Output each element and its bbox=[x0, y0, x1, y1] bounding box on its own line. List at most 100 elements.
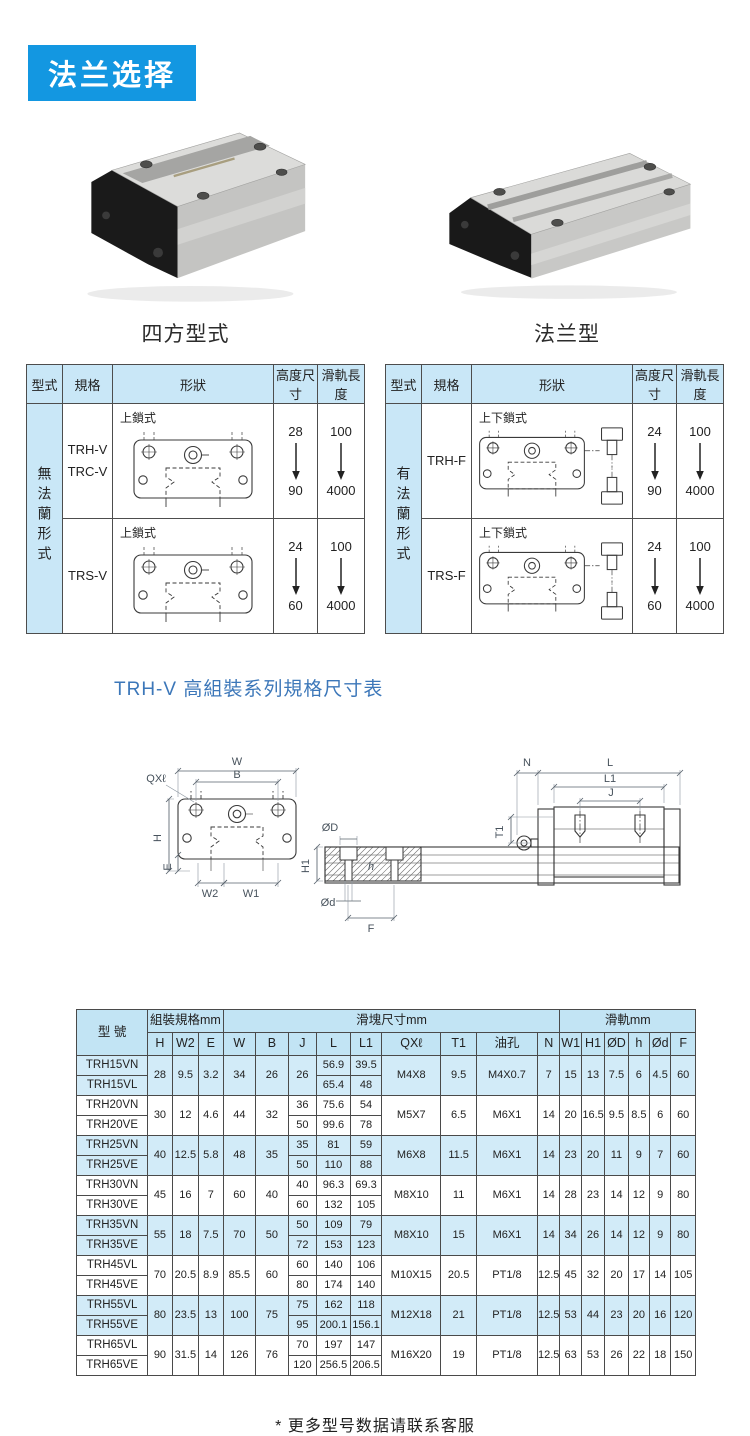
header-cell: 形狀 bbox=[112, 364, 274, 404]
cell: 22 bbox=[627, 1335, 651, 1376]
cell: 70 bbox=[222, 1215, 257, 1256]
dim-label: L bbox=[607, 757, 613, 769]
dim-label: ØD bbox=[322, 822, 339, 834]
cell: 20 bbox=[559, 1095, 582, 1136]
cell: 79 bbox=[349, 1215, 383, 1236]
cell: 85.5 bbox=[222, 1255, 257, 1296]
cell: 無法蘭形式 bbox=[26, 403, 63, 634]
cell: 15 bbox=[559, 1055, 582, 1096]
cell: 100 bbox=[222, 1295, 257, 1336]
cell: 34 bbox=[559, 1215, 582, 1256]
cell: TRH30VN bbox=[75, 1175, 149, 1196]
text: 4000 bbox=[685, 598, 715, 613]
cell: 80 bbox=[147, 1295, 173, 1336]
cell: 150 bbox=[670, 1335, 696, 1376]
cell: 60 bbox=[222, 1175, 257, 1216]
header-cell: N bbox=[536, 1032, 561, 1056]
header-cell: 高度尺寸 bbox=[273, 364, 318, 404]
cell: 12 bbox=[627, 1175, 651, 1216]
text: TRS-V bbox=[68, 567, 107, 583]
text: 無法蘭形式 bbox=[36, 466, 53, 566]
cell: 31.5 bbox=[171, 1335, 200, 1376]
cell: 48 bbox=[222, 1135, 257, 1176]
cell: 21 bbox=[440, 1295, 477, 1336]
header-cell: Ød bbox=[649, 1032, 672, 1056]
cell: 197 bbox=[316, 1335, 351, 1356]
cell: 60 bbox=[255, 1255, 289, 1296]
header-cell: h bbox=[627, 1032, 651, 1056]
header-cell: T1 bbox=[440, 1032, 477, 1056]
section-title: TRH-V 高組裝系列規格尺寸表 bbox=[114, 679, 384, 700]
cell: 8.5 bbox=[627, 1095, 651, 1136]
cell: 60 bbox=[670, 1135, 696, 1176]
cell: 9.5 bbox=[604, 1095, 629, 1136]
cell: 123 bbox=[349, 1235, 383, 1256]
product-square: 四方型式 bbox=[58, 113, 313, 348]
cell: 14 bbox=[604, 1175, 629, 1216]
header-cell: W bbox=[222, 1032, 257, 1056]
cell: 16 bbox=[171, 1175, 200, 1216]
header-cell: 型式 bbox=[385, 364, 422, 404]
square-block-image bbox=[87, 132, 306, 302]
cell: TRH55VL bbox=[75, 1295, 149, 1316]
cell: 14 bbox=[536, 1095, 561, 1136]
down-arrow-icon bbox=[337, 558, 345, 595]
text bbox=[472, 404, 632, 518]
cell: 99.6 bbox=[316, 1115, 351, 1136]
header-cell: 滑軌長度 bbox=[676, 364, 724, 404]
dim-label: H1 bbox=[300, 859, 312, 873]
cell: 23 bbox=[559, 1135, 582, 1176]
cell: 120 bbox=[670, 1295, 696, 1336]
cell: 50 bbox=[255, 1215, 289, 1256]
cell: 55 bbox=[147, 1215, 173, 1256]
header-cell: W2 bbox=[171, 1032, 200, 1056]
down-arrow-icon bbox=[337, 443, 345, 480]
header-cell: E bbox=[198, 1032, 224, 1056]
product-caption: 法兰型 bbox=[534, 323, 600, 346]
dim-label: QXℓ bbox=[146, 773, 166, 785]
text: 24 bbox=[647, 424, 662, 439]
text: 4000 bbox=[685, 483, 715, 498]
text: TRC-V bbox=[67, 464, 108, 479]
cell: M6X1 bbox=[475, 1215, 538, 1256]
dim-label: J bbox=[608, 787, 614, 799]
header-cell: 滑塊尺寸mm bbox=[222, 1009, 561, 1033]
cell: 40 bbox=[147, 1135, 173, 1176]
text: TRH-F bbox=[427, 452, 466, 468]
dim-label: W bbox=[232, 756, 243, 768]
cell: M6X8 bbox=[381, 1135, 442, 1176]
cell: 78 bbox=[349, 1115, 383, 1136]
cell: 20 bbox=[627, 1295, 651, 1336]
cell: 120 bbox=[287, 1355, 318, 1376]
cell: PT1/8 bbox=[475, 1335, 538, 1376]
cell: 50 bbox=[287, 1215, 318, 1236]
dim-label: F bbox=[368, 923, 375, 935]
cell: 95 bbox=[287, 1315, 318, 1336]
text bbox=[113, 404, 273, 518]
cell: 16.5 bbox=[580, 1095, 606, 1136]
cell: 50 bbox=[287, 1115, 318, 1136]
header-cell: L bbox=[316, 1032, 351, 1056]
text: 100 bbox=[689, 539, 711, 554]
cell: 上下鎖式 bbox=[471, 518, 633, 634]
text: 4000 bbox=[326, 598, 356, 613]
cell: 35 bbox=[255, 1135, 289, 1176]
cell: PT1/8 bbox=[475, 1295, 538, 1336]
